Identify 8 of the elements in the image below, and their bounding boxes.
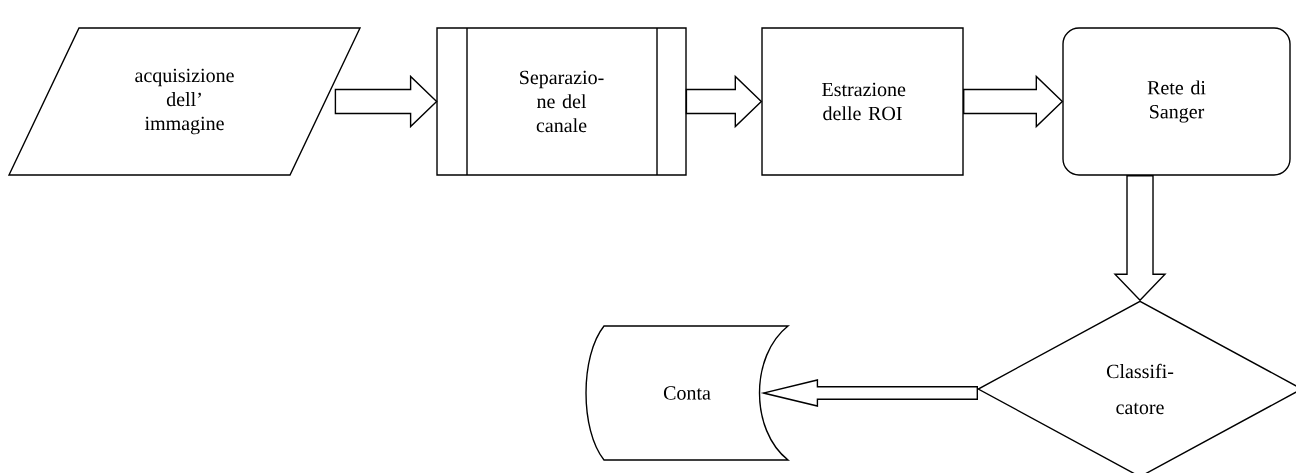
- process-box: Estrazione delle ROI: [761, 27, 964, 176]
- block-arrow: [760, 379, 978, 407]
- block-arrow: [334, 74, 438, 129]
- block-arrow: [685, 74, 763, 129]
- rounded-box: Rete di Sanger: [1062, 27, 1291, 176]
- block-arrow: [963, 74, 1064, 129]
- block-arrow: [1113, 175, 1167, 302]
- process-box: Separazio-ne del canale: [436, 27, 687, 176]
